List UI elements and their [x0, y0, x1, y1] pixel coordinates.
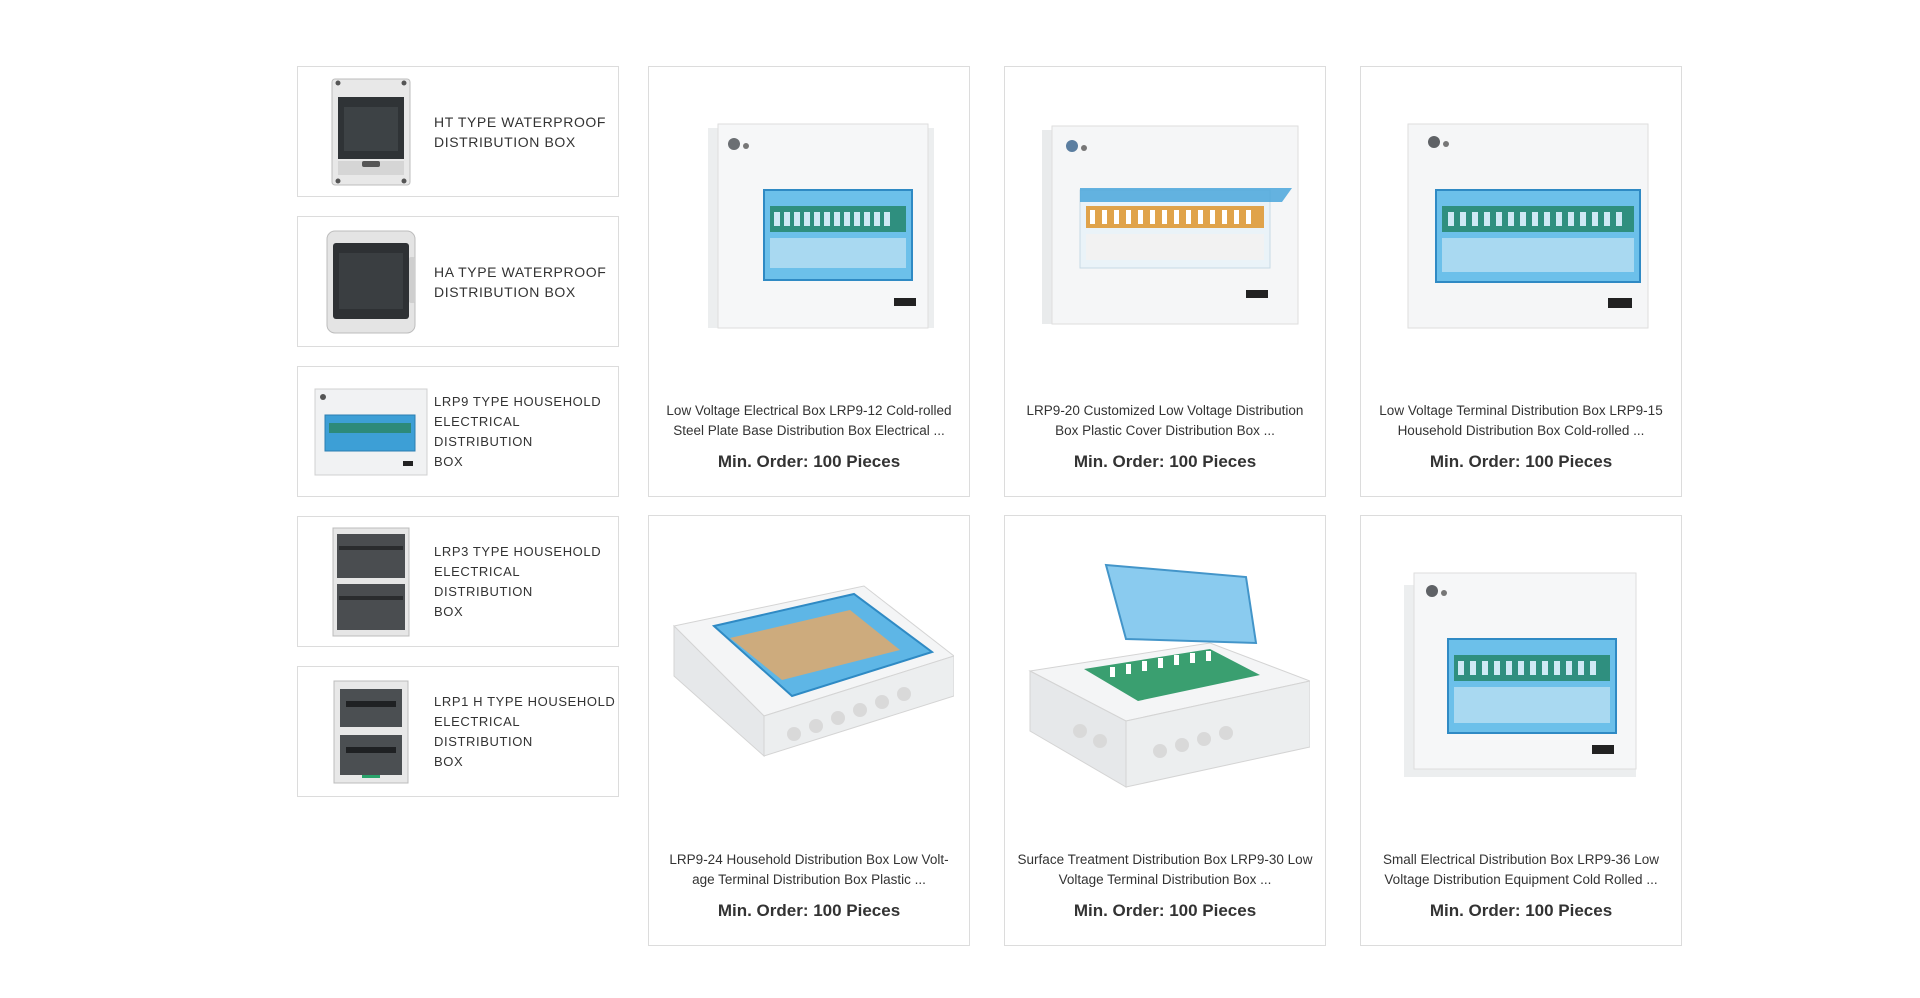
min-order: Min. Order: 100 Pieces — [1429, 452, 1613, 471]
label-line: ELECTRICAL DISTRIBUTION — [434, 413, 533, 449]
label-line: ELECTRICAL DISTRIBUTION — [434, 563, 533, 599]
label-line: BOX — [434, 603, 464, 619]
product-title-line: Voltage Terminal Distribution Box ... — [1058, 872, 1272, 887]
product-title-line: Low Voltage Electrical Box LRP9-12 Cold-… — [666, 403, 952, 418]
label-line: LRP3 TYPE HOUSEHOLD — [434, 543, 602, 559]
label-line: ELECTRICAL DISTRIBUTION — [434, 713, 533, 749]
sidebar-item-label: HA TYPE WATERPROOF DISTRIBUTION BOX — [434, 262, 606, 302]
product-image[interactable] — [649, 67, 969, 387]
product-title-line: Surface Treatment Distribution Box LRP9-… — [1017, 852, 1313, 867]
product-title-line: Small Electrical Distribution Box LRP9-3… — [1382, 852, 1660, 867]
product-grid: Low Voltage Electrical Box LRP9-12 Cold-… — [648, 66, 1682, 946]
product-title-line: Low Voltage Terminal Distribution Box LR… — [1379, 403, 1663, 418]
min-order: Min. Order: 100 Pieces — [1073, 901, 1257, 920]
label-line: BOX — [434, 453, 464, 469]
product-title-line: Voltage Distribution Equipment Cold Roll… — [1384, 872, 1658, 887]
min-order: Min. Order: 100 Pieces — [1073, 452, 1257, 471]
sidebar-item-label: LRP1 H TYPE HOUSEHOLD ELECTRICAL DISTRIB… — [434, 692, 618, 772]
product-title[interactable]: Low Voltage Terminal Distribution Box LR… — [1369, 401, 1673, 441]
product-image[interactable] — [1361, 516, 1681, 836]
product-image[interactable] — [1005, 67, 1325, 387]
product-image[interactable] — [1005, 516, 1325, 836]
product-card[interactable]: Low Voltage Terminal Distribution Box LR… — [1360, 66, 1682, 497]
category-sidebar: HT TYPE WATERPROOF DISTRIBUTION BOX HA T… — [297, 66, 619, 816]
label-line: HA TYPE WATERPROOF — [434, 263, 607, 280]
lrp3-box-thumbnail — [312, 527, 430, 637]
product-image[interactable] — [649, 516, 969, 836]
ha-box-thumbnail — [312, 227, 430, 337]
product-image[interactable] — [1361, 67, 1681, 387]
min-order: Min. Order: 100 Pieces — [1429, 901, 1613, 920]
min-order: Min. Order: 100 Pieces — [717, 452, 901, 471]
sidebar-item-lrp3[interactable]: LRP3 TYPE HOUSEHOLD ELECTRICAL DISTRIBUT… — [297, 516, 619, 647]
ht-box-thumbnail — [312, 77, 430, 187]
label-line: DISTRIBUTION BOX — [434, 133, 576, 150]
product-title-line: LRP9-20 Customized Low Voltage Distribut… — [1026, 403, 1304, 418]
product-title-line: Box Plastic Cover Distribution Box ... — [1055, 423, 1275, 438]
sidebar-item-lrp9[interactable]: LRP9 TYPE HOUSEHOLD ELECTRICAL DISTRIBUT… — [297, 366, 619, 497]
product-title[interactable]: Small Electrical Distribution Box LRP9-3… — [1369, 850, 1673, 890]
label-line: LRP1 H TYPE HOUSEHOLD — [434, 693, 616, 709]
product-title[interactable]: Surface Treatment Distribution Box LRP9-… — [1013, 850, 1317, 890]
product-title[interactable]: Low Voltage Electrical Box LRP9-12 Cold-… — [657, 401, 961, 441]
product-card[interactable]: Small Electrical Distribution Box LRP9-3… — [1360, 515, 1682, 946]
product-card[interactable]: LRP9-20 Customized Low Voltage Distribut… — [1004, 66, 1326, 497]
product-title-line: LRP9-24 Household Distribution Box Low V… — [669, 852, 949, 867]
product-card[interactable]: Surface Treatment Distribution Box LRP9-… — [1004, 515, 1326, 946]
label-line: BOX — [434, 753, 464, 769]
product-title[interactable]: LRP9-24 Household Distribution Box Low V… — [657, 850, 961, 890]
sidebar-item-ht-waterproof[interactable]: HT TYPE WATERPROOF DISTRIBUTION BOX — [297, 66, 619, 197]
product-card[interactable]: LRP9-24 Household Distribution Box Low V… — [648, 515, 970, 946]
sidebar-item-label: LRP3 TYPE HOUSEHOLD ELECTRICAL DISTRIBUT… — [434, 542, 618, 622]
product-title[interactable]: LRP9-20 Customized Low Voltage Distribut… — [1013, 401, 1317, 441]
sidebar-item-label: HT TYPE WATERPROOF DISTRIBUTION BOX — [434, 112, 606, 152]
label-line: DISTRIBUTION BOX — [434, 283, 576, 300]
label-line: LRP9 TYPE HOUSEHOLD — [434, 393, 602, 409]
min-order: Min. Order: 100 Pieces — [717, 901, 901, 920]
product-title-line: Steel Plate Base Distribution Box Electr… — [673, 423, 945, 438]
sidebar-item-lrp1-h[interactable]: LRP1 H TYPE HOUSEHOLD ELECTRICAL DISTRIB… — [297, 666, 619, 797]
product-title-line: Household Distribution Box Cold-rolled .… — [1397, 423, 1645, 438]
lrp9-box-thumbnail — [312, 377, 430, 487]
sidebar-item-label: LRP9 TYPE HOUSEHOLD ELECTRICAL DISTRIBUT… — [434, 392, 618, 472]
lrp1h-box-thumbnail — [312, 677, 430, 787]
product-title-line: age Terminal Distribution Box Plastic ..… — [692, 872, 926, 887]
label-line: HT TYPE WATERPROOF — [434, 113, 607, 130]
product-card[interactable]: Low Voltage Electrical Box LRP9-12 Cold-… — [648, 66, 970, 497]
sidebar-item-ha-waterproof[interactable]: HA TYPE WATERPROOF DISTRIBUTION BOX — [297, 216, 619, 347]
